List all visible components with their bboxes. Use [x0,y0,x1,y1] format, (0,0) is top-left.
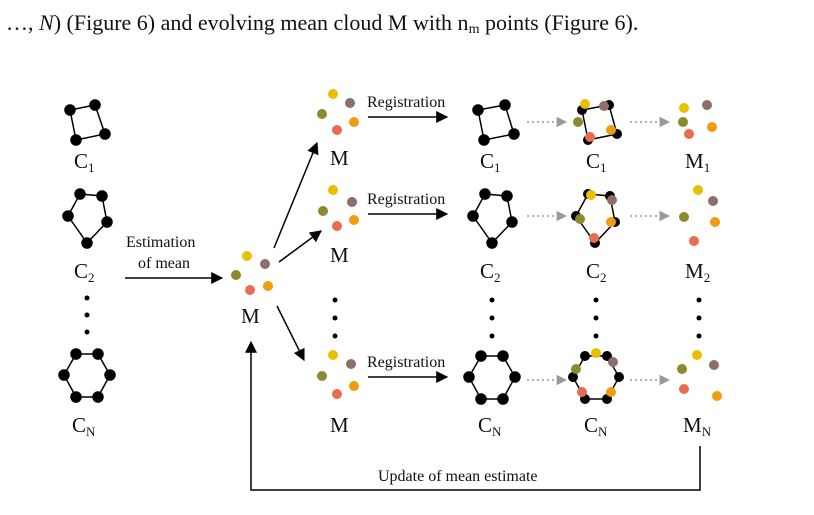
label-m-center: M [241,304,260,328]
label-cn-right: CN [478,413,502,439]
curve-c2-pentagon [62,188,113,249]
label-m2: M2 [685,259,710,285]
label-mn: MN [683,413,712,439]
curve-cn-hexagon-right [463,350,521,405]
label-c1: C1 [74,149,95,175]
fan-arrow-top [273,141,319,249]
label-c2-right: C2 [480,259,501,285]
label-c2: C2 [74,259,95,285]
curve-c1-square-right [472,99,520,146]
label-m1: M1 [685,149,710,175]
caption-text: …, N) (Figure 6) and evolving mean cloud… [6,10,639,37]
label-m-row1: M [330,146,349,170]
vertical-ellipsis-mi [696,297,702,339]
mean-cloud-row1 [317,89,359,135]
label-c2-aligned: C2 [586,259,607,285]
registration-label-row1: Registration [367,94,445,111]
aligned-c2 [571,189,620,248]
curve-cn-hexagon [58,348,116,403]
mean-cloud-m2 [679,185,720,246]
label-m-row2: M [330,243,349,267]
estimation-label-line2: of mean [138,255,190,272]
vertical-ellipsis-m [332,297,338,339]
registration-label-row2: Registration [367,191,445,208]
label-cn-aligned: CN [584,413,608,439]
aligned-cn [568,348,624,404]
mean-cloud-row3 [317,350,359,399]
mean-cloud-m1 [678,100,717,139]
mean-cloud-row2 [318,185,359,231]
label-c1-right: C1 [480,149,501,175]
vertical-ellipsis-c [489,297,495,339]
label-m-row3: M [330,413,349,437]
update-feedback-arrow [245,340,701,491]
label-cn: CN [72,413,96,439]
mean-cloud-mn [677,350,722,401]
curve-c1-square [64,99,111,146]
curve-c2-pentagon-right [467,188,518,249]
label-c1-aligned: C1 [586,149,607,175]
registration-label-row3: Registration [367,354,445,371]
fan-arrow-bot [276,305,305,362]
fan-arrow-mid [278,230,322,263]
update-label: Update of mean estimate [378,468,538,485]
vertical-ellipsis-aligned [593,297,599,339]
estimation-label-line1: Estimation [126,234,195,251]
vertical-ellipsis-left [84,295,90,335]
mean-cloud-center [231,251,273,295]
aligned-c1 [573,99,622,145]
